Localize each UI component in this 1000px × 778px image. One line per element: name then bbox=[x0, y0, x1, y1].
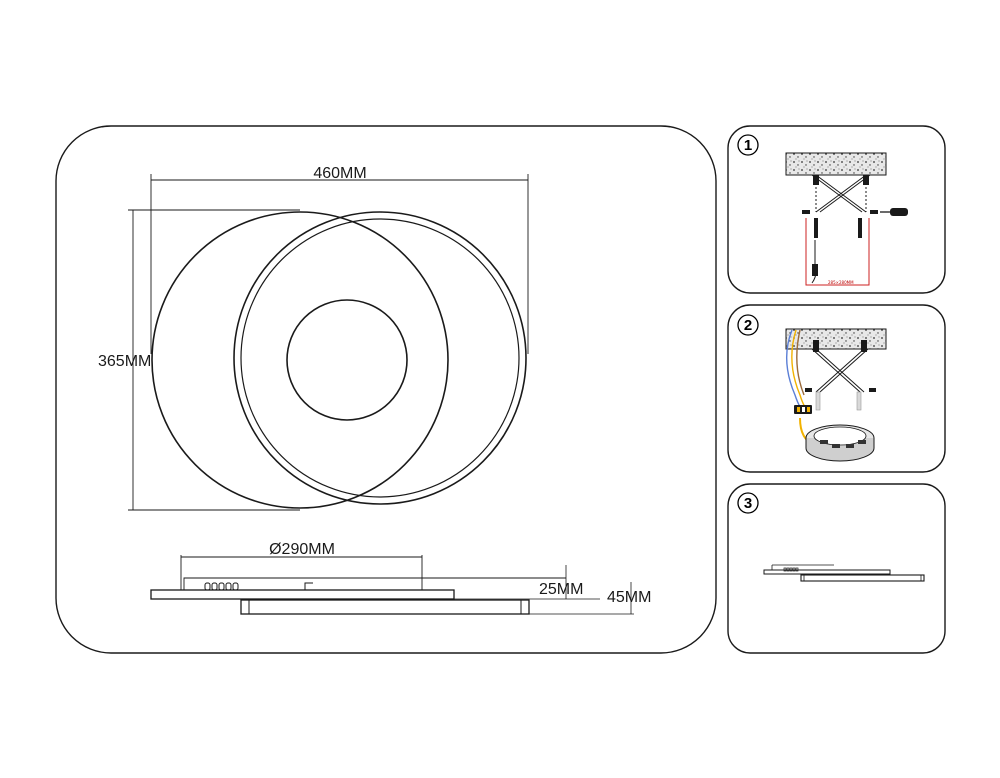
height-label: 365MM bbox=[98, 353, 151, 370]
side-view bbox=[150, 555, 634, 615]
step-1-drawing: 285×280MM bbox=[785, 152, 908, 286]
step-2-panel bbox=[727, 304, 946, 473]
height-dimension bbox=[128, 209, 300, 511]
step-2-drawing bbox=[785, 328, 887, 462]
connector-block bbox=[794, 405, 812, 414]
diameter-label: Ø290MM bbox=[269, 541, 335, 558]
step-1-panel bbox=[727, 125, 946, 294]
front-ring-outer bbox=[233, 211, 527, 505]
base-height-label: 25MM bbox=[539, 581, 583, 598]
step-3-drawing bbox=[763, 564, 925, 582]
step-1-badge bbox=[737, 134, 759, 156]
step-1-number: 1 bbox=[744, 137, 752, 154]
template-size-label: 285×280MM bbox=[828, 280, 854, 285]
main-panel bbox=[55, 125, 717, 654]
step-3-number: 3 bbox=[744, 495, 752, 512]
screws bbox=[802, 175, 878, 238]
front-ring-inner bbox=[240, 218, 520, 498]
ceiling-slab-2 bbox=[785, 328, 887, 350]
lamp-base-3d bbox=[805, 424, 875, 462]
mounting-template bbox=[805, 218, 870, 286]
assembled-ring bbox=[800, 574, 925, 582]
mounting-base bbox=[150, 589, 455, 600]
step-2-badge bbox=[737, 314, 759, 336]
back-ring bbox=[151, 211, 449, 509]
total-height-label: 45MM bbox=[607, 589, 651, 606]
assembled-base bbox=[763, 569, 891, 575]
step-2-number: 2 bbox=[744, 317, 752, 334]
terminal-block bbox=[204, 582, 239, 591]
center-disc bbox=[286, 299, 408, 421]
width-label: 460MM bbox=[313, 165, 366, 182]
screwdriver-icon bbox=[880, 208, 908, 216]
width-dimension bbox=[150, 174, 529, 354]
hanging-bolts bbox=[815, 391, 862, 411]
light-ring-profile bbox=[240, 599, 530, 615]
step-3-badge bbox=[737, 492, 759, 514]
step-3-panel bbox=[727, 483, 946, 654]
ceiling-slab bbox=[785, 152, 887, 176]
top-view bbox=[151, 211, 527, 509]
